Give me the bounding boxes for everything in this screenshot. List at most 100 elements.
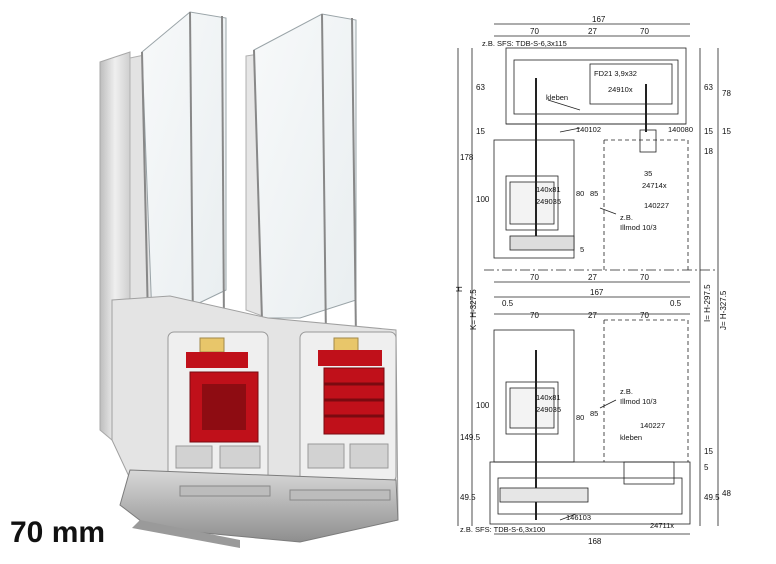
- dim-right-18: 18: [704, 147, 713, 156]
- label-140080: 140080: [668, 125, 693, 134]
- dim-mid-167: 167: [590, 288, 604, 297]
- gasket-top-1: [509, 235, 575, 251]
- leader-3: [599, 207, 617, 215]
- label-140x81-bot: 140x81: [536, 393, 561, 402]
- sill-rail-1: [623, 461, 675, 485]
- dim-mid-27a: 27: [588, 273, 597, 282]
- dim-right-15c: 15: [704, 447, 713, 456]
- dim-left-149: 149.5: [460, 433, 481, 442]
- label-80-bot: 80: [576, 413, 584, 422]
- sash-top-left-inner: [505, 175, 559, 231]
- track-rail-1: [179, 485, 271, 497]
- label-249035-top: 249035: [536, 197, 561, 206]
- dim-right-63: 63: [704, 83, 713, 92]
- label-kleben-bot: kleben: [620, 433, 642, 442]
- sash-top-glass: [509, 181, 555, 225]
- dim-top-167: 167: [592, 15, 606, 24]
- label-zb-top: z.B.: [620, 213, 633, 222]
- reinforcement-left-top: [186, 352, 248, 368]
- label-5-top: 5: [580, 245, 584, 254]
- label-140102: 140102: [576, 125, 601, 134]
- dim-mid-70a: 70: [530, 273, 539, 282]
- chamber-2: [219, 445, 261, 469]
- dim-right-15a: 15: [704, 127, 713, 136]
- sfs-bottom-label: z.B. SFS: TDB-S-6,3x100: [460, 525, 545, 534]
- glass-edge-left-3: [141, 51, 149, 321]
- dim-left-100: 100: [476, 195, 490, 204]
- technical-drawing: [457, 23, 719, 535]
- dim-left-100b: 100: [476, 401, 490, 410]
- glass-edge-left-2: [221, 15, 225, 331]
- dim-right-48: 48: [722, 489, 731, 498]
- sash-bottom-glass: [509, 387, 555, 429]
- label-140227-top: 140227: [644, 201, 669, 210]
- glass-pane-right: [253, 13, 357, 319]
- sfs-top-label: z.B. SFS: TDB-S-6,3x115: [482, 39, 567, 48]
- label-kleben-top: kleben: [546, 93, 568, 102]
- label-140x81-top: 140x81: [536, 185, 561, 194]
- label-illmod-bot: Illmod 10/3: [620, 397, 657, 406]
- dim-right-78: 78: [722, 89, 731, 98]
- reinforcement-left-hollow: [202, 384, 246, 430]
- dim-mid-70d: 70: [640, 311, 649, 320]
- label-24714x: 24714x: [642, 181, 667, 190]
- dim-top-70b: 70: [640, 27, 649, 36]
- drawing-labels: 167 70 27 70 z.B. SFS: TDB-S-6,3x115 63 …: [455, 15, 731, 546]
- gasket-left: [199, 337, 225, 353]
- bracket-top: [639, 129, 657, 153]
- dim-left-63: 63: [476, 83, 485, 92]
- label-24910x: 24910x: [608, 85, 633, 94]
- dim-right-49: 49.5: [704, 493, 720, 502]
- chamber-4: [349, 443, 389, 469]
- dim-left-178: 178: [460, 153, 474, 162]
- top-box: [589, 63, 673, 105]
- label-35: 35: [644, 169, 652, 178]
- threshold-lip: [132, 520, 240, 548]
- label-146103: 146103: [566, 513, 591, 522]
- track-rail-2: [289, 489, 391, 501]
- label-J: J= H-327.5: [719, 290, 728, 330]
- label-24711x: 24711x: [650, 521, 674, 530]
- leader-2: [559, 127, 581, 133]
- gasket-right: [333, 337, 359, 353]
- dim-left-15: 15: [476, 127, 485, 136]
- reinforcement-right-top: [318, 350, 382, 366]
- dim-mid-05a: 0.5: [502, 299, 514, 308]
- label-140227-bot: 140227: [640, 421, 665, 430]
- label-zb-bot: z.B.: [620, 387, 633, 396]
- dim-top-27: 27: [588, 27, 597, 36]
- chamber-1: [175, 445, 213, 469]
- label-illmod-top: Illmod 10/3: [620, 223, 657, 232]
- dim-right-15b: 15: [722, 127, 731, 136]
- glass-pane-left: [141, 11, 227, 319]
- leader-5: [559, 513, 577, 521]
- dim-mid-70c: 70: [530, 311, 539, 320]
- label-K: K= H-327.5: [469, 289, 478, 330]
- sill-inner: [497, 477, 683, 515]
- top-frame-outline: [505, 47, 687, 125]
- sill-frame: [489, 461, 691, 525]
- top-frame-inner: [513, 59, 679, 115]
- label-249035-bot: 249035: [536, 405, 561, 414]
- label-H: H: [455, 286, 464, 292]
- glass-edge-right-1: [321, 13, 327, 341]
- label-I: I= H-297.5: [703, 284, 712, 322]
- label-fd21: FD21 3,9x32: [594, 69, 637, 78]
- cutaway-render: [99, 11, 399, 548]
- chamber-3: [307, 443, 345, 469]
- sash-bottom-left-inner: [505, 381, 559, 435]
- dim-bottom-168: 168: [588, 537, 602, 546]
- dim-left-49: 49.5: [460, 493, 476, 502]
- label-85-bot: 85: [590, 409, 598, 418]
- leader-4: [599, 399, 617, 409]
- dim-mid-70b: 70: [640, 273, 649, 282]
- depth-caption: 70 mm: [10, 516, 106, 549]
- glass-edge-right-2: [351, 17, 357, 341]
- label-80-top: 80: [576, 189, 584, 198]
- dim-mid-05b: 0.5: [670, 299, 682, 308]
- dim-top-70a: 70: [530, 27, 539, 36]
- leader-1: [547, 99, 581, 111]
- glass-edge-right-3: [253, 49, 263, 321]
- glass-edge-left-1: [189, 11, 194, 331]
